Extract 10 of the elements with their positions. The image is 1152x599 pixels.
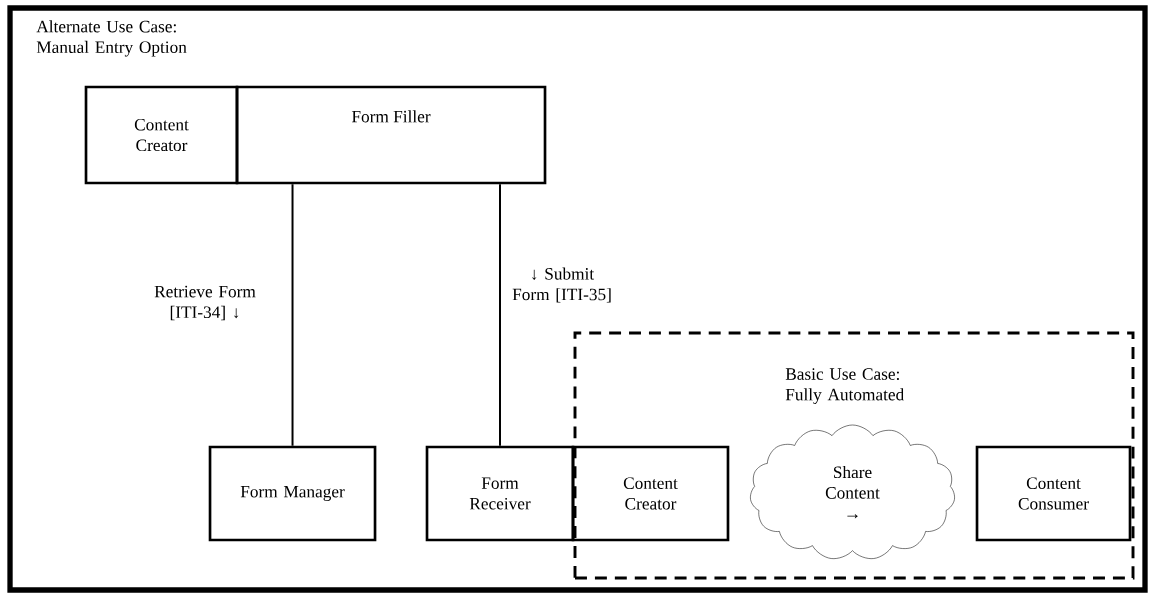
connector-line bbox=[499, 183, 501, 447]
actor-box: Content Consumer bbox=[975, 445, 1132, 542]
actor-box: Content Creator bbox=[571, 445, 730, 542]
edge-label: ↓ Submit Form [ITI-35] bbox=[512, 267, 611, 303]
edge-label: Retrieve Form [ITI-34] ↓ bbox=[154, 285, 256, 321]
connector-line bbox=[291, 183, 294, 447]
actor-box: Form Receiver bbox=[425, 445, 575, 542]
actor-box: Content Creator bbox=[84, 85, 239, 185]
actor-box: Form Manager bbox=[208, 445, 377, 542]
actor-box: Form Filler bbox=[235, 85, 547, 185]
